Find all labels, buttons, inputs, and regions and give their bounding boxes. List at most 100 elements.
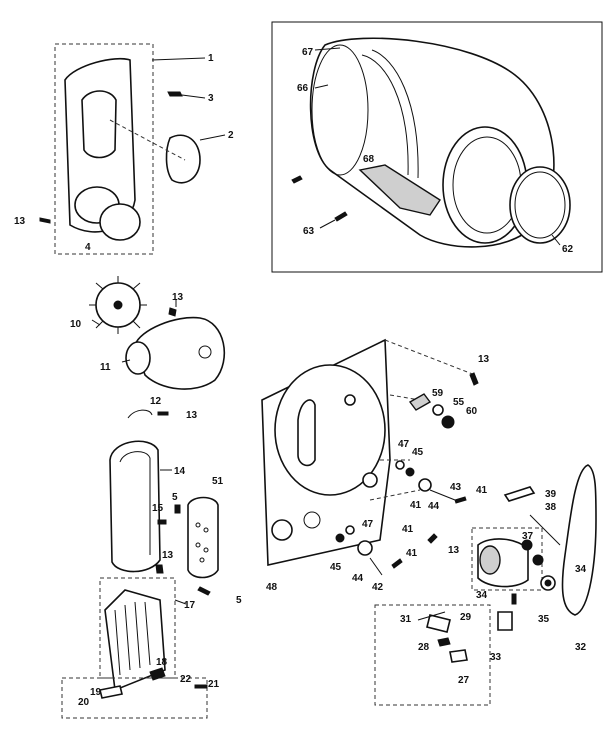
callout-13c: 13 (186, 410, 198, 421)
lever-28 (437, 637, 451, 647)
blower-housing (134, 316, 226, 390)
pulley-36 (532, 554, 544, 566)
idler-38 (529, 514, 561, 546)
rear-bulkhead-group (261, 338, 479, 576)
blower-wheel-hub (113, 300, 123, 310)
drum-rear-rim (311, 44, 369, 176)
motor-belt-group (471, 464, 597, 631)
callout-14: 14 (174, 466, 186, 477)
callout-68: 68 (363, 154, 375, 165)
roller-60 (441, 415, 455, 429)
idler-bracket-39 (503, 486, 536, 502)
callout-4: 4 (85, 242, 91, 253)
screw-13-blower (168, 307, 177, 317)
callout-34b: 34 (575, 564, 587, 575)
callout-41c: 41 (406, 548, 418, 559)
callout-47b: 47 (362, 519, 374, 530)
switch-group-frame (374, 604, 491, 706)
callout-21: 21 (208, 679, 220, 690)
washer-47-right (395, 460, 405, 470)
roller-61 (418, 478, 432, 492)
callout-51: 51 (212, 476, 224, 487)
rear-bulkhead-hole-3 (362, 472, 378, 488)
callout-32: 32 (575, 642, 587, 653)
bulkhead-group-frame (54, 43, 154, 255)
blower-wheel-blades (89, 276, 147, 334)
screw-63 (334, 211, 348, 222)
nut-45-left (335, 533, 345, 543)
rear-bulkhead-hole-1 (271, 519, 293, 541)
bulkhead-opening (81, 90, 117, 159)
front-bulkhead-group (39, 43, 226, 255)
callout-5a: 5 (172, 492, 178, 503)
clamp-12 (127, 409, 153, 419)
screw-41-left (391, 558, 403, 569)
drum-assembly-group (271, 21, 603, 273)
callout-12: 12 (150, 396, 162, 407)
callout-19: 19 (90, 687, 102, 698)
callout-11: 11 (100, 362, 111, 373)
callout-20: 20 (78, 697, 90, 708)
callout-10: 10 (70, 319, 82, 330)
switch-group (374, 604, 491, 706)
bracket-27 (449, 649, 468, 663)
screw-13-left (39, 217, 51, 224)
callout-66: 66 (297, 83, 309, 94)
callout-55: 55 (453, 397, 465, 408)
drum-front-seal (509, 166, 571, 244)
washer-47-left (345, 525, 355, 535)
callout-34a: 34 (476, 590, 488, 601)
spring-31 (417, 611, 446, 621)
screw-15 (157, 519, 167, 525)
callout-13e: 13 (478, 354, 490, 365)
screw-13-duct (155, 564, 164, 574)
callout-28: 28 (418, 642, 430, 653)
callout-43: 43 (450, 482, 462, 493)
exhaust-duct (109, 440, 161, 573)
callout-38: 38 (545, 502, 557, 513)
callout-41d: 41 (410, 500, 422, 511)
nut-45-right (405, 467, 415, 477)
exhaust-duct-inner (119, 451, 151, 555)
heater-bracket-frame (61, 677, 208, 719)
motor-end (479, 545, 501, 575)
bracket-33 (497, 611, 513, 631)
rear-bulkhead-hole-4 (344, 394, 356, 406)
callout-44b: 44 (352, 573, 364, 584)
callout-35: 35 (538, 614, 550, 625)
callout-48: 48 (266, 582, 278, 593)
terminal-19 (99, 685, 123, 699)
callout-15: 15 (152, 503, 164, 514)
blower-housing-inlet (125, 341, 151, 375)
bracket-42 (369, 557, 383, 576)
callout-1: 1 (208, 53, 214, 64)
idler-pulley-35-hub (544, 579, 552, 587)
screw-13-rear (469, 372, 479, 386)
callout-13d: 13 (162, 550, 174, 561)
duct-heater-group (61, 409, 219, 719)
heater-coils (114, 601, 151, 676)
callout-44a: 44 (428, 501, 440, 512)
clip-41-center (427, 533, 438, 544)
callout-17: 17 (184, 600, 196, 611)
callout-13a: 13 (14, 216, 26, 227)
callout-22: 22 (180, 674, 192, 685)
screw-21 (194, 684, 208, 689)
washer-55 (432, 404, 444, 416)
callout-45b: 45 (330, 562, 342, 573)
roller-44-left (357, 540, 373, 556)
callout-39: 39 (545, 489, 557, 500)
drum-group-frame (271, 21, 603, 273)
clip-3 (167, 91, 183, 97)
blower-housing-hub (198, 345, 212, 359)
screw-5-lower (197, 586, 211, 596)
callout-27: 27 (458, 675, 470, 686)
blower-group (89, 276, 226, 390)
drum-belt-groove-2 (371, 49, 419, 179)
callout-67: 67 (302, 47, 314, 58)
callout-33: 33 (490, 652, 502, 663)
callout-41a: 41 (476, 485, 488, 496)
duct-cover-holes (195, 522, 209, 563)
callout-47a: 47 (398, 439, 410, 450)
